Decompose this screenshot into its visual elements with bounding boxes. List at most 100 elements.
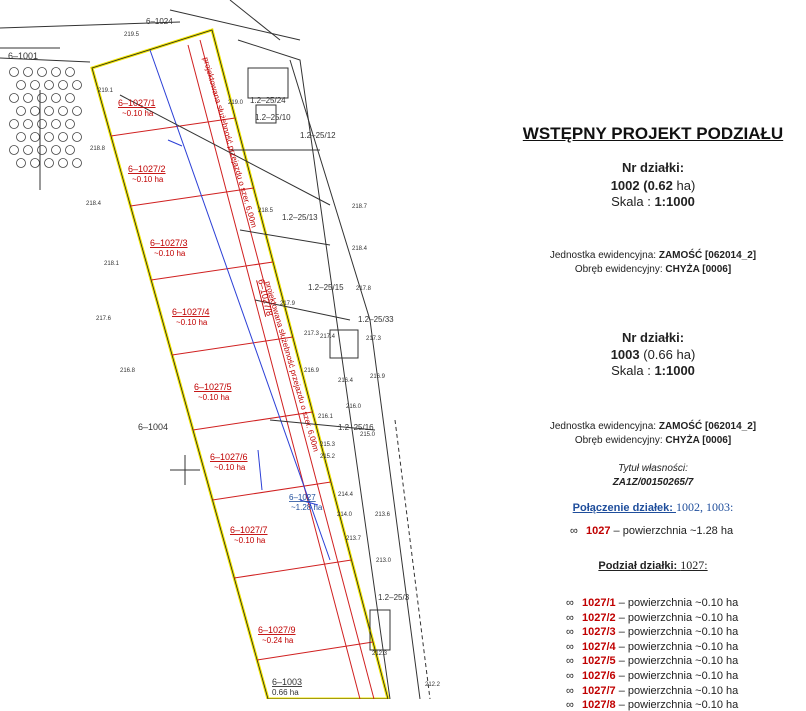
parcel1-unit-label: Jednostka ewidencyjna:	[549, 250, 659, 261]
elevation: 215.0	[360, 432, 376, 438]
parcel2-nr-label: Nr działki:	[621, 330, 685, 345]
elevation: 219.5	[124, 32, 140, 38]
tree-symbol	[37, 119, 47, 129]
plot-area: ~0.10 ha	[122, 109, 154, 118]
merge-result-id: 1027	[586, 525, 611, 537]
tree-symbol	[72, 80, 82, 90]
tree-symbol	[44, 132, 54, 142]
elevation: 218.1	[104, 261, 120, 267]
elevation: 217.9	[280, 301, 296, 307]
tree-symbol	[9, 145, 19, 155]
tree-symbol	[72, 132, 82, 142]
plot-area: ~0.10 ha	[214, 463, 246, 472]
east-parcels	[230, 39, 431, 699]
subdivision-line	[212, 481, 331, 501]
bullet-icon: ∞	[566, 626, 574, 639]
subdivision-line	[257, 641, 374, 661]
parcel2-scale-label: Skala :	[611, 363, 655, 378]
tree-symbol	[16, 132, 26, 142]
tree-symbol	[30, 80, 40, 90]
parcel1-unit-value: ZAMOŚĆ [062014_2]	[658, 250, 757, 261]
subdivision-line	[151, 261, 274, 281]
elevation: 218.8	[90, 146, 106, 152]
plot-label: 6–1027/6	[210, 452, 248, 462]
tree-symbol	[44, 158, 54, 168]
elevation: 216.4	[338, 378, 354, 384]
division-item-id: 1027/2	[582, 611, 616, 624]
elevation: 212.2	[425, 682, 441, 688]
neighbor-1024: 6–1024	[146, 17, 173, 26]
parcel1-unit-row: Jednostka ewidencyjna: ZAMOŚĆ [062014_2]	[500, 250, 806, 261]
bullet-icon: ∞	[570, 525, 578, 537]
elevation: 218.7	[352, 204, 368, 210]
tree-symbol	[30, 106, 40, 116]
plot-area: ~0.10 ha	[234, 536, 266, 545]
division-item-text: – powierzchnia ~0.10 ha	[615, 655, 739, 668]
subdivision-line	[110, 117, 236, 137]
tree-symbol	[30, 132, 40, 142]
division-item-text: – powierzchnia ~0.10 ha	[615, 699, 739, 711]
division-item-text: – powierzchnia ~0.10 ha	[615, 684, 739, 697]
division-item-text: – powierzchnia ~0.10 ha	[615, 640, 739, 653]
division-item-text: – powierzchnia ~0.10 ha	[615, 597, 739, 609]
parcel1-precinct-label: Obręb ewidencyjny:	[574, 264, 666, 275]
tree-symbol	[72, 158, 82, 168]
tree-symbol	[58, 106, 68, 116]
tree-symbol	[65, 93, 75, 103]
plot-label: 6–1027/9	[258, 625, 296, 635]
tree-symbol	[16, 106, 26, 116]
elevation: 218.4	[352, 246, 368, 252]
parcel1-precinct-value: CHYŻA [0006]	[665, 264, 732, 275]
tree-symbol	[58, 158, 68, 168]
division-item-id: 1027/6	[582, 670, 616, 682]
elevation: 213.7	[346, 536, 362, 542]
bullet-icon: ∞	[566, 597, 574, 609]
parcel2-unit: (0.66 ha)	[639, 347, 696, 362]
parcel2-unit-label: Jednostka ewidencyjna:	[549, 421, 659, 432]
bullet-icon: ∞	[566, 699, 574, 711]
parcel2-nr: 1003	[610, 347, 640, 362]
ownership-label: Tytuł własności:	[618, 463, 688, 474]
bullet-icon: ∞	[566, 655, 574, 668]
merge-result-row: ∞1027 – powierzchnia ~1.28 ha	[570, 525, 733, 537]
tree-area	[9, 67, 82, 168]
division-item-id: 1027/1	[582, 597, 616, 609]
neighbor-1003-area: 0.66 ha	[272, 688, 299, 697]
neighbor-1004: 6–1004	[138, 422, 168, 432]
elevation: 216.9	[304, 368, 320, 374]
tree-symbol	[65, 67, 75, 77]
parcel2-scale-value: 1:1000	[654, 363, 695, 378]
easement-strip	[187, 39, 375, 699]
tree-symbol	[51, 145, 61, 155]
tree-symbol	[16, 158, 26, 168]
plot-label: 6–1027/5	[194, 382, 232, 392]
division-item-id: 1027/8	[582, 699, 616, 711]
division-item-id: 1027/5	[582, 655, 616, 668]
parcel2-unit-row: Jednostka ewidencyjna: ZAMOŚĆ [062014_2]	[500, 421, 806, 432]
elevation: 216.8	[120, 368, 136, 374]
division-label: Podział działki:	[598, 560, 681, 572]
division-item-text: – powierzchnia ~0.10 ha	[615, 670, 739, 682]
parcel2-scale: Skala : 1:1000	[500, 363, 806, 378]
parcel2-unit-value: ZAMOŚĆ [062014_2]	[658, 421, 757, 432]
info-panel: WSTĘPNY PROJEKT PODZIAŁU Nr działki: 100…	[500, 0, 806, 711]
neighbor-1001: 6–1001	[8, 51, 38, 61]
elevation: 216.1	[318, 414, 334, 420]
page-title: WSTĘPNY PROJEKT PODZIAŁU	[522, 124, 784, 143]
tree-symbol	[58, 80, 68, 90]
parcel2-precinct-row: Obręb ewidencyjny: CHYŻA [0006]	[500, 435, 806, 446]
tree-symbol	[16, 80, 26, 90]
elevation: 216.0	[346, 404, 362, 410]
division-item-id: 1027/3	[582, 626, 616, 639]
plot-label: 6–1027/1	[118, 98, 156, 108]
division-item: ∞ 1027/1 – powierzchnia ~0.10 ha	[566, 597, 738, 609]
plot-area: ~0.10 ha	[176, 318, 208, 327]
tree-symbol	[9, 67, 19, 77]
survey-line	[119, 94, 331, 206]
plot-label: 6–1027/3	[150, 238, 188, 248]
east-parcel-label: 1.2–25/12	[300, 131, 336, 140]
elevation: 216.9	[370, 374, 386, 380]
division-item-text: – powierzchnia ~0.10 ha	[615, 626, 739, 639]
division-item: ∞ 1027/3 – powierzchnia ~0.10 ha	[566, 626, 738, 638]
plot-area: ~0.10 ha	[132, 175, 164, 184]
